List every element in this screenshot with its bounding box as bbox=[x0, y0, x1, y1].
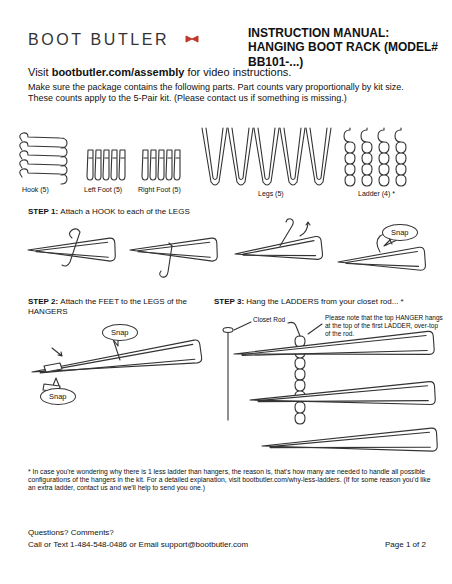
hanger bbox=[262, 428, 438, 460]
ladder bbox=[295, 380, 305, 424]
arrow bbox=[300, 222, 310, 236]
step-heading-part: STEP 3: bbox=[214, 297, 244, 306]
brand-logo: BOOT BUTLER bbox=[28, 30, 169, 49]
hook bbox=[20, 160, 67, 175]
hanger bbox=[28, 238, 116, 264]
ladder bbox=[344, 128, 355, 186]
leg bbox=[254, 128, 279, 185]
leg bbox=[306, 128, 331, 185]
arrow bbox=[52, 348, 62, 356]
snap-bubble: Snap bbox=[40, 388, 76, 405]
hook bbox=[160, 246, 172, 277]
right-foot bbox=[166, 150, 172, 180]
hook bbox=[20, 169, 67, 184]
hanger bbox=[130, 238, 218, 264]
part-name: Ladder (4) * bbox=[358, 190, 395, 198]
intro-line-part: for video instructions. bbox=[187, 66, 291, 78]
hook bbox=[20, 151, 67, 166]
bowtie-logo bbox=[186, 36, 198, 42]
step-heading-part: Hang the LADDERS from your closet rod...… bbox=[246, 297, 403, 306]
left-foot bbox=[111, 150, 117, 180]
ladder bbox=[295, 336, 305, 380]
hook bbox=[20, 142, 67, 157]
intro-text: Make sure the package contains the follo… bbox=[28, 82, 428, 104]
snap-bubble: Snap bbox=[102, 324, 138, 341]
part-name: Right Foot (5) bbox=[138, 186, 181, 194]
arrow bbox=[169, 243, 172, 246]
contact-line: Call or Text 1-484-548-0486 or Email sup… bbox=[28, 540, 248, 550]
hanger bbox=[337, 247, 425, 276]
right-foot bbox=[150, 150, 156, 180]
ladder bbox=[361, 128, 372, 186]
footnote: * In case you're wondering why there is … bbox=[28, 468, 433, 492]
intro-line-part: bootbutler.com/assembly bbox=[52, 66, 185, 78]
step-heading: STEP 3:Hang the LADDERS from your closet… bbox=[214, 297, 446, 307]
parts-drawing bbox=[20, 128, 438, 460]
right-foot bbox=[174, 150, 180, 180]
hanger bbox=[234, 236, 323, 268]
bubble-text: Snap bbox=[49, 392, 67, 401]
step-heading-part: STEP 1: bbox=[28, 207, 58, 216]
leader-line bbox=[308, 324, 322, 334]
intro-line-part: Visit bbox=[28, 66, 49, 78]
leg bbox=[202, 128, 227, 185]
hanger bbox=[233, 331, 434, 368]
step-heading: STEP 1:Attach a HOOK to each of the LEGS bbox=[28, 207, 428, 217]
hanger bbox=[250, 381, 436, 414]
step-heading: STEP 2:Attach the FEET to the LEGS of th… bbox=[28, 297, 206, 316]
foot bbox=[44, 363, 62, 372]
manual-title: INSTRUCTION MANUAL: HANGING BOOT RACK (M… bbox=[248, 26, 443, 69]
leg bbox=[228, 128, 253, 185]
hook bbox=[280, 219, 293, 246]
left-foot bbox=[103, 150, 109, 180]
part-name: Legs (5) bbox=[258, 190, 284, 198]
right-foot bbox=[142, 150, 148, 180]
right-foot bbox=[158, 150, 164, 180]
left-foot bbox=[119, 150, 125, 180]
note-text: Please note that the top HANGER hangs at… bbox=[325, 314, 443, 337]
ladder bbox=[395, 128, 406, 186]
step-heading-part: STEP 2: bbox=[28, 297, 58, 306]
intro-line: Visitbootbutler.com/assemblyfor video in… bbox=[28, 66, 428, 79]
bubble-text: Snap bbox=[391, 228, 409, 237]
hook bbox=[20, 133, 67, 148]
part-name: Left Foot (5) bbox=[84, 186, 122, 194]
part-callout: Closet Rod bbox=[253, 316, 285, 324]
page-number: Page 1 of 2 bbox=[385, 540, 426, 550]
contact-line: Questions? Comments? bbox=[28, 528, 114, 538]
hook bbox=[288, 322, 300, 336]
left-foot bbox=[95, 150, 101, 180]
bubble-text: Snap bbox=[111, 328, 129, 337]
left-foot bbox=[87, 150, 93, 180]
hanger bbox=[31, 339, 203, 385]
hook bbox=[62, 229, 80, 266]
step-heading-part: Attach a HOOK to each of the LEGS bbox=[60, 207, 189, 216]
part-name: Hook (5) bbox=[22, 186, 49, 194]
snap-bubble: Snap bbox=[382, 224, 418, 241]
ladder bbox=[378, 128, 389, 186]
closet-rod bbox=[223, 322, 251, 420]
leg bbox=[280, 128, 305, 185]
